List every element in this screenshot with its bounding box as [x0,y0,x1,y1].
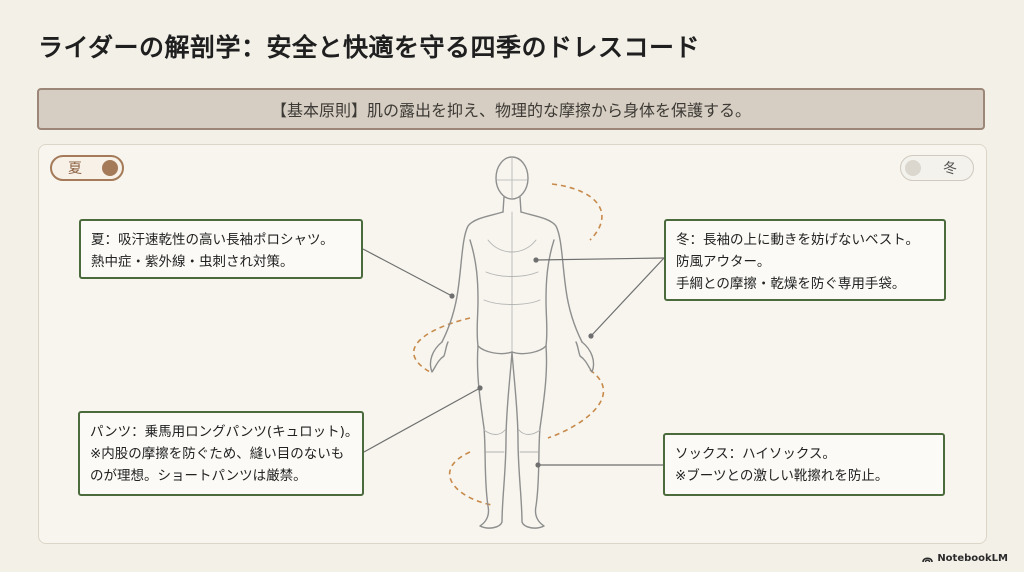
notebooklm-logo-icon [922,557,934,563]
callout-winter: 冬：長袖の上に動きを妨げないベスト。 防風アウター。 手綱との摩擦・乾燥を防ぐ専… [664,219,946,301]
callout-line: パンツ：乗馬用ロングパンツ(キュロット)。 [90,424,359,440]
page-title: ライダーの解剖学：安全と快適を守る四季のドレスコード [38,33,701,62]
callout-line: ※内股の摩擦を防ぐため、縫い目のないも [90,446,345,462]
callout-line: 手綱との摩擦・乾燥を防ぐ専用手袋。 [676,276,906,292]
notebooklm-brand: NotebookLM [922,553,1008,564]
dashed-orbit [412,183,605,506]
callout-summer: 夏：吸汗速乾性の高い長袖ポロシャツ。 熱中症・紫外線・虫刺され対策。 [79,219,363,279]
callout-line: 熱中症・紫外線・虫刺され対策。 [91,254,294,270]
principle-text: 【基本原則】肌の露出を抑え、物理的な摩擦から身体を保護する。 [270,101,751,120]
callout-line: 防風アウター。 [676,254,771,270]
winter-toggle[interactable]: 冬 [900,155,974,181]
callout-line: ソックス：ハイソックス。 [675,446,836,462]
connector-dots [449,257,594,468]
callout-line: ※ブーツとの激しい靴擦れを防止。 [675,468,889,484]
callout-line: のが理想。ショートパンツは厳禁。 [90,468,307,484]
summer-toggle-label: 夏 [68,161,82,177]
winter-toggle-label: 冬 [943,161,957,177]
callout-line: 冬：長袖の上に動きを妨げないベスト。 [676,232,919,248]
callout-socks: ソックス：ハイソックス。 ※ブーツとの激しい靴擦れを防止。 [663,433,945,496]
brand-text: NotebookLM [937,553,1008,564]
callout-pants: パンツ：乗馬用ロングパンツ(キュロット)。 ※内股の摩擦を防ぐため、縫い目のない… [78,411,364,496]
principle-banner: 【基本原則】肌の露出を抑え、物理的な摩擦から身体を保護する。 [37,88,985,130]
summer-toggle-knob [102,160,118,176]
summer-toggle[interactable]: 夏 [50,155,124,181]
callout-line: 夏：吸汗速乾性の高い長袖ポロシャツ。 [91,232,334,248]
human-figure [429,156,595,529]
connector-lines [362,248,665,466]
winter-toggle-knob [905,160,921,176]
